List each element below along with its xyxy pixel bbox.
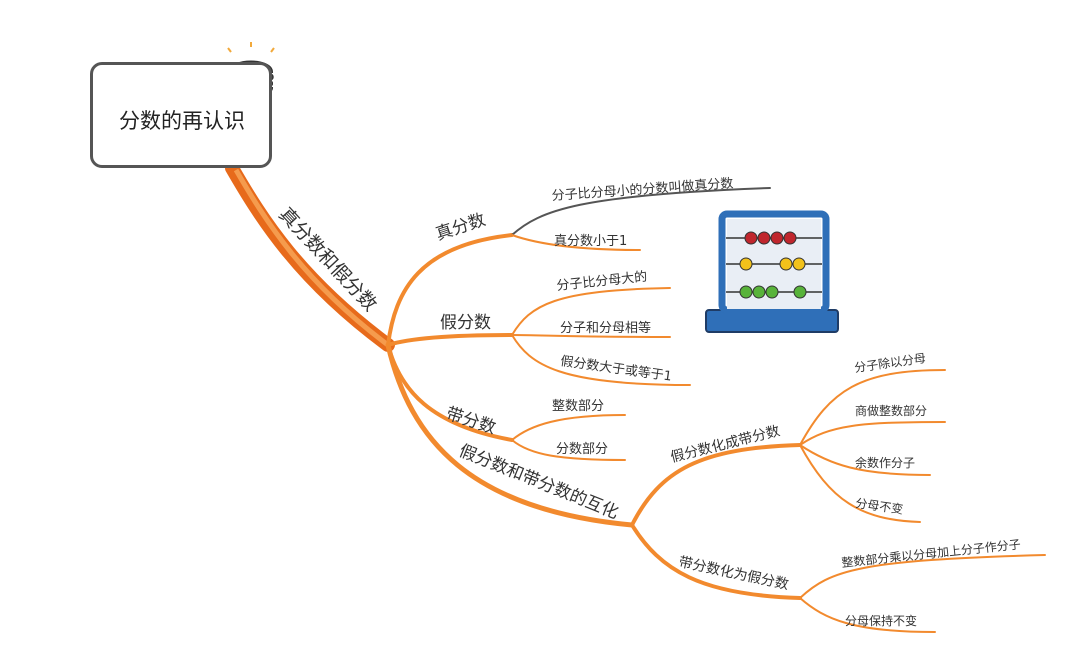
leaf-label: 真分数小于1: [554, 234, 627, 249]
leaf-label: 分母不变: [855, 495, 905, 517]
subgroup-label-to-improper: 带分数化为假分数: [677, 554, 790, 593]
leaf-label: 分母保持不变: [845, 613, 917, 628]
leaf-label: 分子和分母相等: [560, 320, 651, 336]
subgroup-label-to-mixed: 假分数化成带分数: [669, 423, 782, 466]
root-topic-label: 分数的再认识: [119, 109, 245, 133]
leaf-label: 假分数大于或等于1: [559, 353, 672, 384]
branch-lines: [385, 187, 1046, 633]
leaf-label: 整数部分: [552, 399, 604, 414]
leaf-label: 分子比分母小的分数叫做真分数: [551, 175, 734, 204]
root-topic-box[interactable]: 分数的再认识: [90, 62, 272, 168]
leaf-label: 整数部分乘以分母加上分子作分子: [841, 536, 1022, 570]
leaf-label: 分数部分: [556, 442, 608, 457]
group-label-improper-fraction: 假分数: [440, 313, 491, 333]
group-label-mixed-number: 带分数: [443, 404, 498, 439]
abacus-icon: [705, 210, 839, 333]
leaf-label: 余数作分子: [855, 455, 915, 470]
leaf-label: 商做整数部分: [855, 403, 927, 418]
